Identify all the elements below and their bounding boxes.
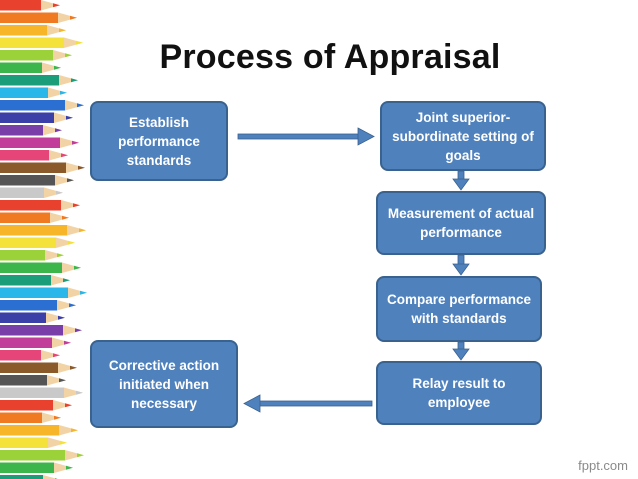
pencil: [0, 437, 67, 448]
pencil: [0, 425, 78, 436]
pencil: [0, 400, 72, 411]
pencil: [0, 237, 75, 248]
pencil: [0, 125, 62, 136]
pencil: [0, 287, 87, 298]
pencil: [0, 37, 83, 48]
step-label: Compare performance with standards: [386, 292, 532, 326]
pencil: [0, 462, 73, 473]
pencil: [0, 475, 58, 479]
step-compare-standards: Compare performance with standards: [376, 276, 542, 342]
page-title: Process of Appraisal: [159, 38, 501, 76]
watermark: fppt.com: [578, 458, 628, 473]
pencil: [0, 112, 73, 123]
pencil: [0, 337, 71, 348]
pencil: [0, 412, 61, 423]
step-corrective-action: Corrective action initiated when necessa…: [90, 340, 238, 428]
pencil: [0, 275, 70, 286]
pencil: [0, 200, 80, 211]
pencil: [0, 50, 72, 61]
colored-pencils-decoration: [0, 0, 87, 479]
pencil: [0, 12, 77, 23]
pencil: [0, 250, 64, 261]
step-label: Joint superior-subordinate setting of go…: [392, 109, 534, 163]
pencil: [0, 262, 81, 273]
arrow-measure-to-compare: [452, 254, 470, 276]
step-establish-standards: Establish performance standards: [90, 101, 228, 181]
step-label: Establish performance standards: [118, 114, 200, 168]
pencil: [0, 312, 65, 323]
pencil: [0, 362, 77, 373]
pencil: [0, 87, 67, 98]
pencil: [0, 162, 85, 173]
pencil: [0, 175, 74, 186]
pencil: [0, 212, 69, 223]
arrow-joint-to-measure: [452, 170, 470, 191]
pencil: [0, 350, 60, 361]
step-label: Corrective action initiated when necessa…: [108, 357, 220, 411]
pencil: [0, 25, 66, 36]
pencil: [0, 325, 82, 336]
pencil: [0, 75, 78, 86]
pencil: [0, 0, 60, 11]
arrow-establish-to-joint: [237, 127, 375, 146]
pencil: [0, 100, 84, 111]
step-measure-performance: Measurement of actual performance: [376, 191, 546, 255]
pencil: [0, 387, 83, 398]
pencil: [0, 450, 84, 461]
pencil: [0, 150, 68, 161]
pencil: [0, 300, 76, 311]
pencil: [0, 225, 86, 236]
step-label: Measurement of actual performance: [387, 206, 535, 240]
pencil: [0, 62, 61, 73]
step-label: Relay result to employee: [412, 376, 506, 410]
pencil: [0, 187, 63, 198]
pencil: [0, 137, 79, 148]
pencil: [0, 375, 66, 386]
arrow-compare-to-relay: [452, 341, 470, 361]
step-relay-result: Relay result to employee: [376, 361, 542, 425]
step-joint-goal-setting: Joint superior-subordinate setting of go…: [380, 101, 546, 171]
arrow-relay-to-corrective: [243, 394, 373, 413]
